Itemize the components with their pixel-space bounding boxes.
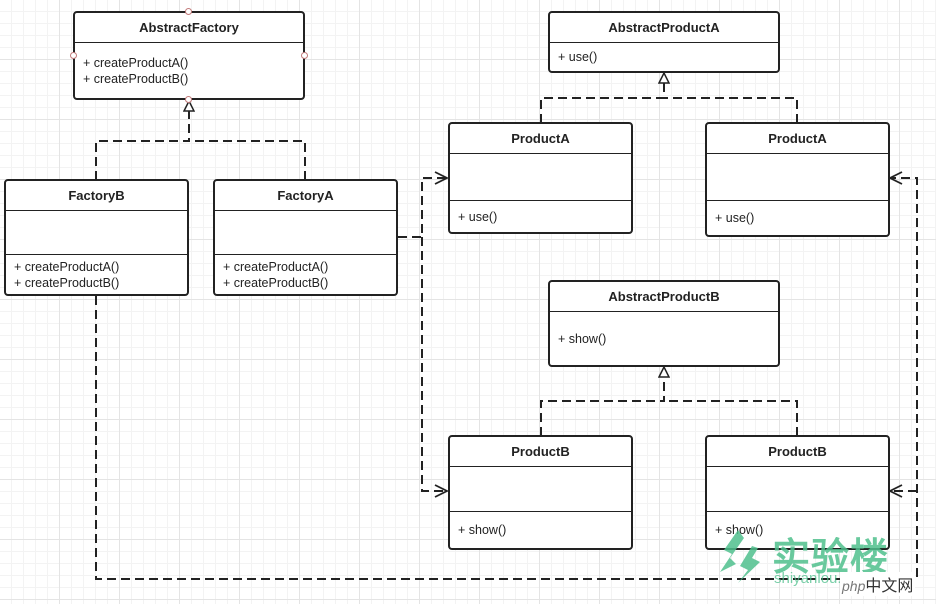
class-operations: + show() [550, 312, 778, 365]
operation: + use() [715, 211, 755, 225]
class-name: FactoryB [6, 181, 187, 211]
class-product-a-right[interactable]: ProductA + use() [705, 122, 890, 237]
class-attributes [450, 467, 631, 512]
class-attributes [707, 154, 888, 201]
selection-handle-right[interactable] [301, 52, 308, 59]
class-name: ProductB [707, 437, 888, 467]
class-name: AbstractProductA [550, 13, 778, 43]
dependency-factorya-productb [421, 237, 447, 491]
class-abstract-product-a[interactable]: AbstractProductA + use() [548, 11, 780, 73]
operation: + createProductA() [223, 260, 329, 274]
class-operations: + createProductA() + createProductB() [215, 255, 396, 295]
php-badge-text: 中文网 [865, 578, 914, 595]
dependency-factoryb-producta [95, 178, 918, 580]
class-name: ProductA [707, 124, 888, 154]
class-factory-a[interactable]: FactoryA + createProductA() + createProd… [213, 179, 398, 296]
operation: + show() [558, 331, 607, 346]
class-operations: + use() [450, 201, 631, 232]
selection-handle-bottom[interactable] [185, 96, 192, 103]
operation: + createProductA() [14, 260, 120, 274]
class-name: AbstractFactory [75, 13, 303, 43]
class-operations: + createProductA() + createProductB() [6, 255, 187, 295]
dependency-factorya-producta [398, 178, 447, 238]
class-product-b-right[interactable]: ProductB + show() [705, 435, 890, 550]
class-attributes [6, 211, 187, 255]
class-name: ProductB [450, 437, 631, 467]
realization-factoryb-abstractfactory [95, 101, 189, 180]
class-operations: + use() [550, 43, 778, 71]
selection-handle-left[interactable] [70, 52, 77, 59]
php-badge-label: php [842, 578, 866, 594]
watermark: 实验楼 shiyanlou.com php中文网 [716, 524, 930, 600]
class-operations: + use() [707, 201, 888, 235]
shiyanlou-logo-icon [720, 530, 760, 583]
operation: + createProductB() [223, 276, 329, 290]
operation: + show() [715, 523, 764, 537]
class-name: FactoryA [215, 181, 396, 211]
operation: + show() [458, 523, 507, 537]
class-name: AbstractProductB [550, 282, 778, 312]
class-abstract-product-b[interactable]: AbstractProductB + show() [548, 280, 780, 367]
operation: + createProductA() [83, 55, 189, 70]
class-operations: + createProductA() + createProductB() [75, 43, 303, 98]
class-attributes [707, 467, 888, 512]
realization-factorya-abstractfactory [189, 140, 306, 180]
class-operations: + show() [707, 512, 888, 548]
operation: + createProductB() [83, 71, 189, 86]
realization-producta-right [664, 97, 798, 123]
class-product-a-left[interactable]: ProductA + use() [448, 122, 633, 234]
class-factory-b[interactable]: FactoryB + createProductA() + createProd… [4, 179, 189, 296]
class-name: ProductA [450, 124, 631, 154]
realization-producta-left [540, 73, 664, 123]
operation: + createProductB() [14, 276, 120, 290]
class-product-b-left[interactable]: ProductB + show() [448, 435, 633, 550]
class-abstract-factory[interactable]: AbstractFactory + createProductA() + cre… [73, 11, 305, 100]
php-cn-badge: php中文网 [840, 572, 916, 596]
realization-productb-right [664, 400, 798, 436]
selection-handle-top[interactable] [185, 8, 192, 15]
realization-productb-left [540, 367, 664, 436]
operation: + use() [558, 50, 598, 64]
class-operations: + show() [450, 512, 631, 548]
class-attributes [215, 211, 396, 255]
operation: + use() [458, 209, 498, 224]
class-attributes [450, 154, 631, 201]
